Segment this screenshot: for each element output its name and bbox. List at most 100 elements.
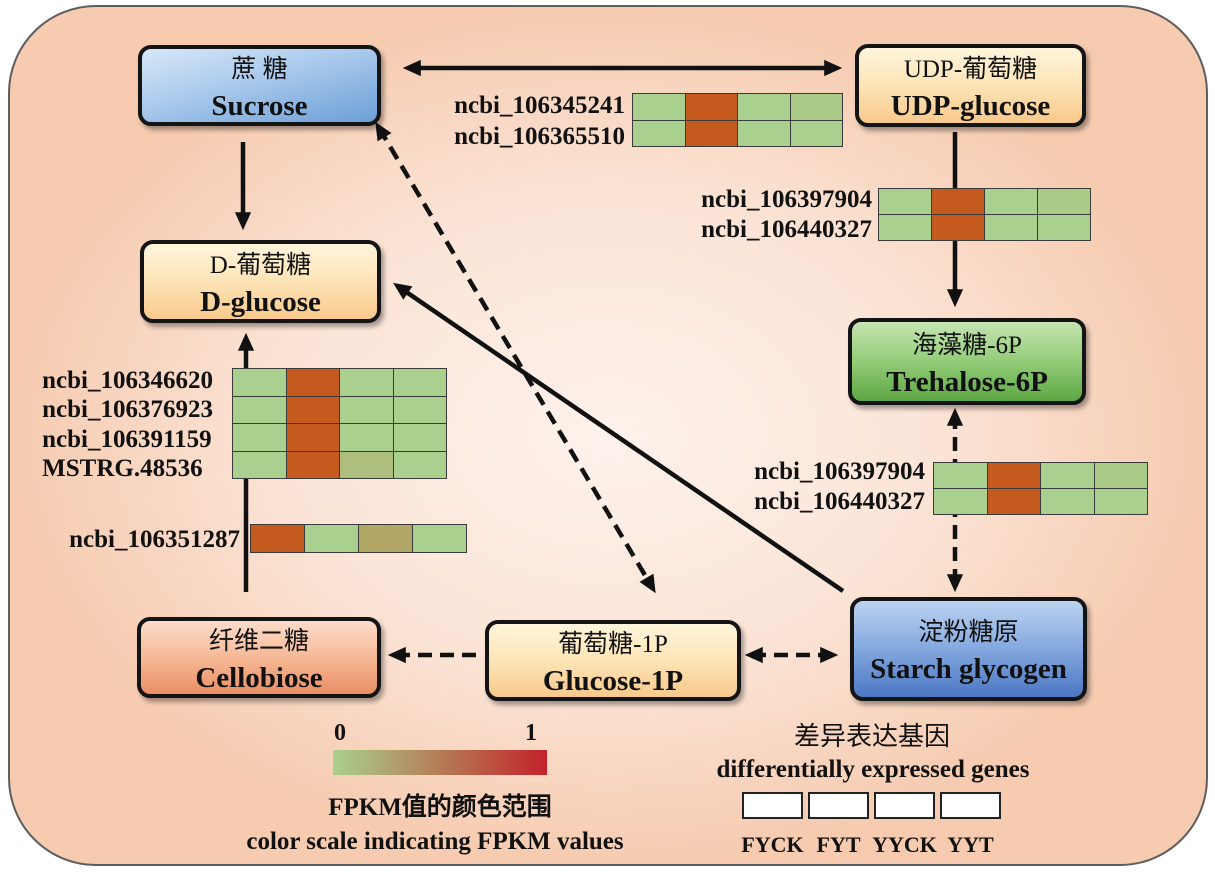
heatmap-cell [633,94,685,120]
gene-label: ncbi_106440327 [701,216,872,243]
heatmap-cell [233,451,286,478]
heatmap-cell [233,396,286,423]
heatmap-grid [878,188,1091,241]
deg-legend-box-fyck [742,792,803,819]
gene-label: ncbi_106365510 [454,123,625,150]
heatmap-cell [879,189,931,214]
heatmap-cell [934,463,987,488]
node-label-en: Cellobiose [195,661,323,694]
heatmap-cell [413,525,466,552]
heatmap-cell [738,94,790,120]
heatmap-cell [738,120,790,146]
heatmap-cell [790,94,842,120]
color-scale-title-en: color scale indicating FPKM values [246,828,624,855]
heatmap-cell [1094,463,1147,488]
heatmap-cell [286,396,339,423]
heatmap-cell [340,369,393,396]
heatmap-cell [393,396,446,423]
heatmap-cell [340,451,393,478]
node-trehalose-6p: 海藻糖-6P Trehalose-6P [848,318,1086,405]
node-glucose-1p: 葡萄糖-1P Glucose-1P [485,620,741,701]
heatmap-cell [251,525,304,552]
node-label-cn: UDP-葡萄糖 [903,55,1038,83]
heatmap-cell [233,424,286,451]
heatmap-cell [393,451,446,478]
node-label-en: D-glucose [200,285,321,318]
gene-labels: ncbi_106345241 ncbi_106365510 [454,90,625,152]
gene-label: ncbi_106391159 [42,425,212,453]
node-label-cn: 蔗 糖 [231,55,288,83]
heatmap-cell [286,424,339,451]
node-label-cn: D-葡萄糖 [209,251,312,279]
deg-legend-box-yyt [940,792,1001,819]
heatmap-cell [286,369,339,396]
heatmap-cell [879,215,931,240]
heatmap-cell [393,369,446,396]
heatmap-cell [359,525,412,552]
gene-labels: ncbi_106397904 ncbi_106440327 [754,457,925,517]
heatmap-cell [934,489,987,514]
arrow-sucrose-glucose-1p [375,121,656,594]
node-label-cn: 葡萄糖-1P [558,630,668,658]
gene-label: ncbi_106346620 [42,367,213,394]
heatmap-grid [250,524,467,553]
gene-labels: ncbi_106351287 [69,525,240,554]
heatmap-cell [1038,189,1090,214]
heatmap-cell [932,189,984,214]
heatmap-cell [393,424,446,451]
heatmap-cell [1094,489,1147,514]
heatmap-cell [1041,463,1094,488]
heatmap-cell [987,489,1040,514]
heatmap-cell [340,424,393,451]
gene-label: ncbi_106345241 [454,92,625,119]
deg-legend-box-yyck [874,792,935,819]
node-label-en: Starch glycogen [870,653,1067,685]
heatmap-grid [232,368,447,479]
heatmap-cell [286,451,339,478]
deg-legend-column-label: YYCK [872,832,937,857]
deg-legend-box-fyt [808,792,869,819]
gene-label: ncbi_106440327 [754,488,925,515]
gene-label: ncbi_106397904 [754,458,925,485]
node-label-en: UDP-glucose [890,89,1051,122]
node-starch-glycogen: 淀粉糖原 Starch glycogen [850,597,1087,701]
gene-label: ncbi_106376923 [42,396,213,424]
heatmap-cell [932,215,984,240]
node-sucrose: 蔗 糖 Sucrose [138,45,381,126]
node-udp-glucose: UDP-葡萄糖 UDP-glucose [855,44,1086,127]
gene-label: ncbi_106351287 [69,526,240,553]
heatmap-cell [305,525,358,552]
node-label-en: Trehalose-6P [886,365,1048,398]
heatmap-cell [340,396,393,423]
color-scale-bar [333,750,547,775]
node-label-cn: 淀粉糖原 [918,619,1019,646]
heatmap-cell [790,120,842,146]
color-scale-min-label: 0 [334,720,346,746]
node-label-en: Glucose-1P [542,664,684,697]
node-label-cn: 纤维二糖 [208,627,309,655]
heatmap-cell [633,120,685,146]
color-scale-title-cn: FPKM值的颜色范围 [328,794,552,821]
heatmap-cell [985,215,1037,240]
heatmap-cell [987,463,1040,488]
heatmap-cell [685,94,737,120]
heatmap-cell [233,369,286,396]
deg-legend-column-label: FYCK [741,832,804,857]
heatmap-cell [985,189,1037,214]
deg-legend-title-cn: 差异表达基因 [793,722,950,751]
color-scale-max-label: 1 [525,720,537,746]
node-d-glucose: D-葡萄糖 D-glucose [140,240,381,323]
deg-legend-title-en: differentially expressed genes [716,756,1030,783]
node-cellobiose: 纤维二糖 Cellobiose [137,617,381,698]
heatmap-grid [933,462,1148,515]
gene-label: MSTRG.48536 [42,454,203,482]
heatmap-grid [632,93,843,147]
heatmap-cell [1041,489,1094,514]
heatmap-trehalose-starch: ncbi_106397904 ncbi_106440327 [754,458,1148,515]
heatmap-cellobiose: ncbi_106351287 [69,524,467,553]
node-label-cn: 海藻糖-6P [912,331,1022,359]
